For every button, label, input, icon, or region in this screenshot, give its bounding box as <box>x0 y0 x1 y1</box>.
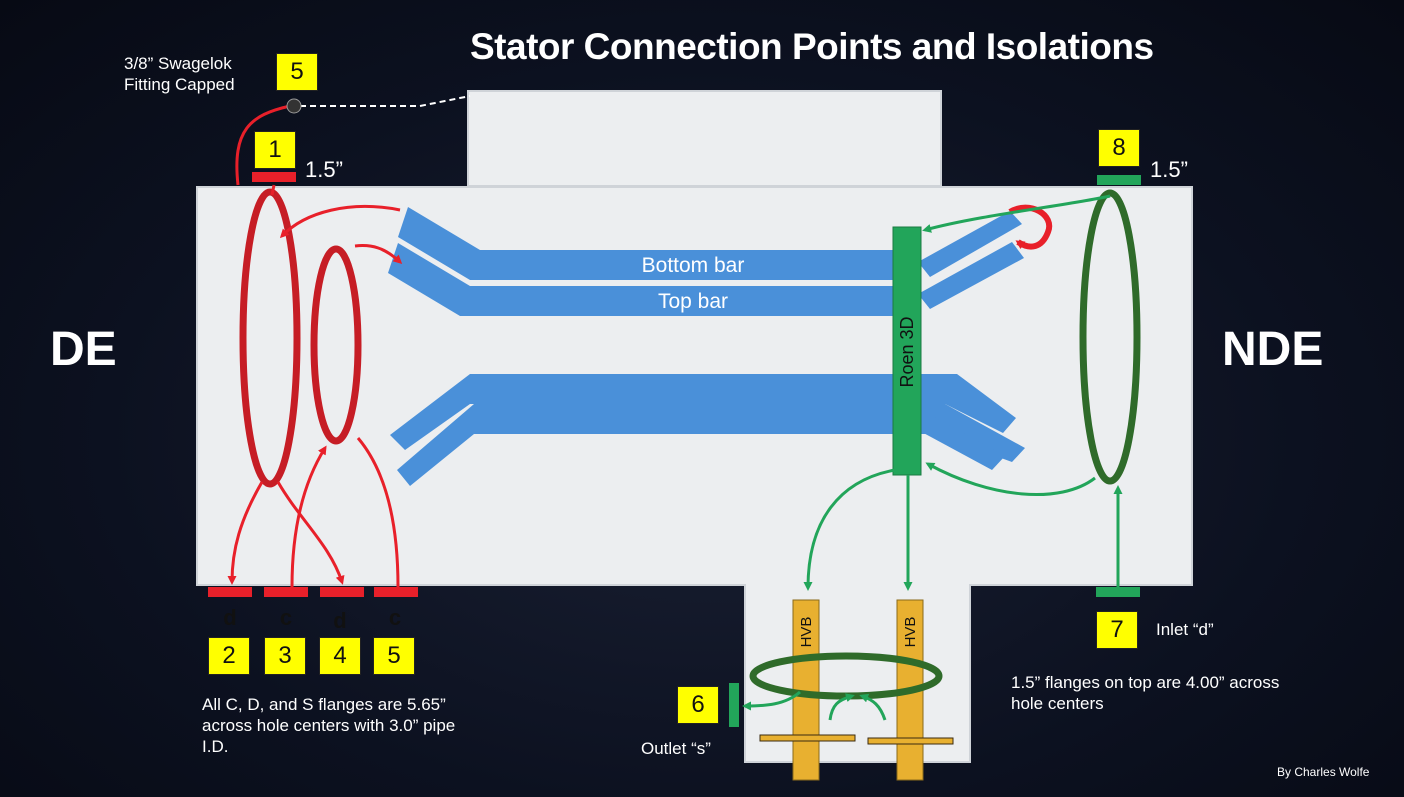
flange-1 <box>252 172 296 182</box>
red-flow-3 <box>354 244 403 265</box>
red-loop-small <box>310 245 362 445</box>
stator-body <box>196 186 1193 763</box>
de-label: DE <box>50 323 117 376</box>
flange-5 <box>374 587 418 597</box>
red-flow-2 <box>279 204 401 239</box>
right-bar-2 <box>918 242 1024 309</box>
inlet-label: Inlet “d” <box>1156 620 1214 639</box>
flange-4 <box>320 587 364 597</box>
hvb-base-right <box>867 737 954 745</box>
red-flow-6 <box>290 445 327 588</box>
badge-5: 5 <box>373 637 415 675</box>
red-loop-large <box>239 188 301 488</box>
hvb-left <box>792 599 820 781</box>
red-return <box>1008 204 1053 250</box>
top-bar <box>388 243 895 316</box>
badge-6: 6 <box>677 686 719 724</box>
nde-label: NDE <box>1222 323 1324 376</box>
flange-7 <box>1096 587 1140 597</box>
outlet-label: Outlet “s” <box>641 739 711 758</box>
swagelok-tube <box>235 104 291 186</box>
green-flow-7 <box>828 693 855 721</box>
flange-size-left: 1.5” <box>305 157 343 182</box>
green-loop-nde <box>1079 189 1141 485</box>
green-flow-6 <box>742 690 801 711</box>
hvb-right-label: HVB <box>902 617 919 648</box>
swagelok-note: 3/8” Swagelok Fitting Capped <box>124 54 235 94</box>
badge-3: 3 <box>264 637 306 675</box>
letter-c-1: c <box>279 605 293 630</box>
flange-8 <box>1097 175 1141 185</box>
badge-8: 8 <box>1098 129 1140 167</box>
roen-ring-label: Roen 3D <box>897 316 917 387</box>
right-bar-3 <box>918 408 1005 470</box>
letter-d-2: d <box>333 608 347 633</box>
lower-bar-1 <box>390 374 1016 450</box>
flange-3 <box>264 587 308 597</box>
note-right: 1.5” flanges on top are 4.00” across hol… <box>1011 673 1280 713</box>
badge-swagelok: 5 <box>276 53 318 91</box>
green-flow-8 <box>859 693 887 721</box>
badge-4: 4 <box>319 637 361 675</box>
note-left: All C, D, and S flanges are 5.65” across… <box>202 695 456 756</box>
credit: By Charles Wolfe <box>1277 765 1370 779</box>
letter-c-2: c <box>388 605 402 630</box>
right-bar-1 <box>918 211 1022 277</box>
bottom-bar <box>398 207 895 280</box>
letter-d-1: d <box>223 605 237 630</box>
hvb-base-left <box>759 734 856 742</box>
badge-1: 1 <box>254 131 296 169</box>
flange-2 <box>208 587 252 597</box>
hvb-left-label: HVB <box>798 617 815 648</box>
swagelok-capped-line <box>300 95 471 107</box>
green-flow-4 <box>803 468 896 591</box>
top-block <box>467 90 942 187</box>
red-flow-1 <box>270 184 276 196</box>
top-bar-label: Top bar <box>658 290 728 313</box>
badge-7: 7 <box>1096 611 1138 649</box>
flange-size-right: 1.5” <box>1150 157 1188 182</box>
lower-bar-2 <box>397 404 1025 486</box>
red-flow-5 <box>276 481 345 585</box>
swagelok-cap <box>286 98 302 114</box>
page-title: Stator Connection Points and Isolations <box>470 26 1154 67</box>
green-flow-1 <box>922 194 1111 233</box>
flange-6 <box>729 683 739 727</box>
red-flow-4 <box>227 481 264 585</box>
badge-2: 2 <box>208 637 250 675</box>
bottom-bar-label: Bottom bar <box>642 254 745 277</box>
green-flow-3 <box>925 462 1096 497</box>
red-flow-7 <box>356 437 400 588</box>
